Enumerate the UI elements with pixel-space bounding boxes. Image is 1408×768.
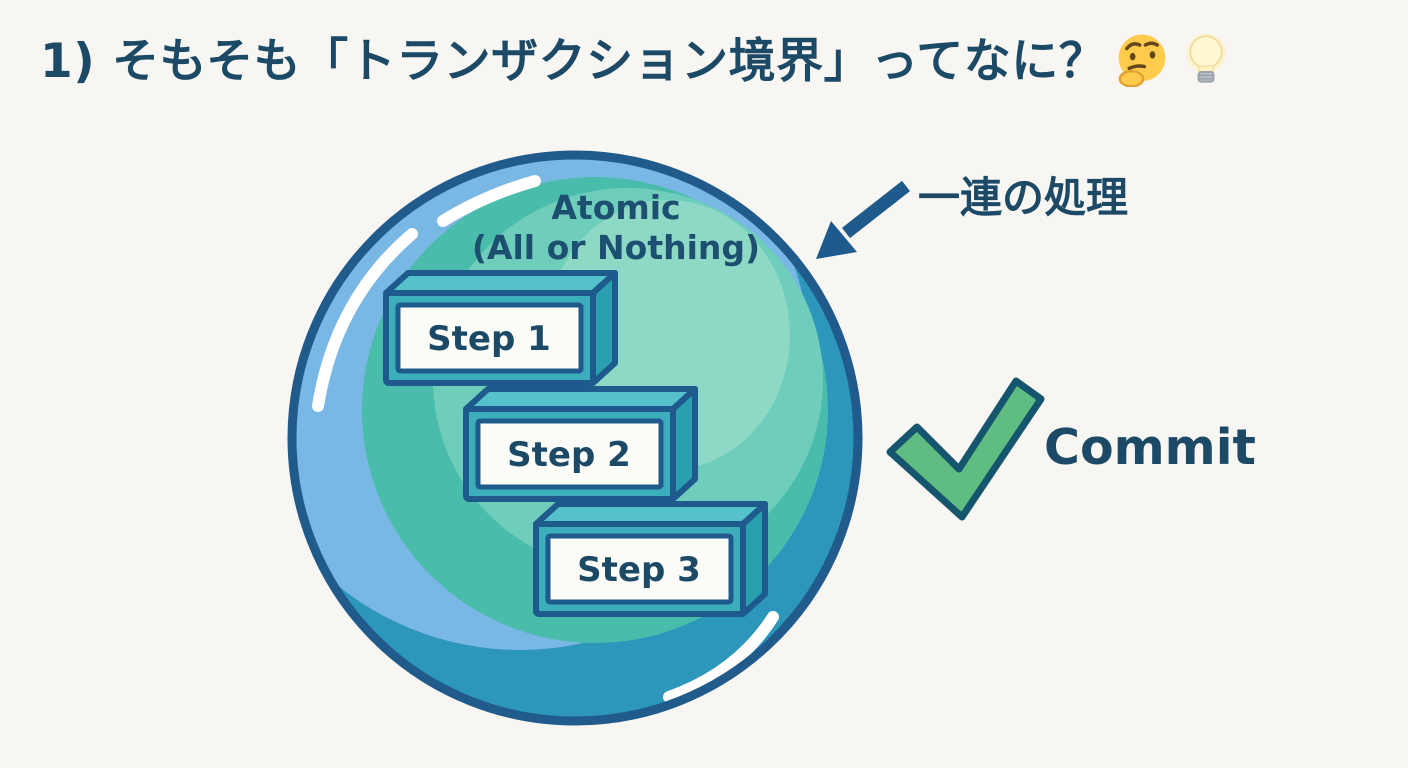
arrow-shaft	[841, 180, 911, 239]
page-title: 1) そもそも「トランザクション境界」ってなに？	[40, 22, 1234, 91]
bubble-heading-line2: (All or Nothing)	[472, 228, 760, 267]
step-box-2: Step 2	[463, 386, 698, 502]
process-annotation: 一連の処理	[816, 173, 1128, 259]
light-bulb-icon	[1186, 32, 1227, 83]
check-mark-icon	[886, 377, 1045, 521]
title-text: 1) そもそも「トランザクション境界」ってなに？	[40, 34, 1107, 89]
step-box-2-label: Step 2	[507, 435, 631, 475]
step-box-3-label: Step 3	[577, 550, 701, 590]
highlight-arc-bottom-right	[663, 611, 779, 703]
bubble-outline	[287, 150, 863, 726]
commit-label: Commit	[1044, 419, 1256, 476]
bubble-heading-line1: Atomic	[551, 188, 680, 227]
step-box-2-side-face	[670, 386, 698, 502]
step-box-3-side-face	[740, 501, 768, 617]
arrow-head-icon	[816, 221, 857, 259]
thinking-face-icon	[1118, 34, 1166, 87]
step-box-1-label: Step 1	[427, 319, 551, 359]
step-box-1-side-face	[590, 270, 618, 386]
step-box-3: Step 3	[533, 501, 768, 617]
highlight-arc-left	[312, 228, 418, 412]
step-box-2-face	[475, 418, 664, 490]
step-box-1: Step 1	[383, 270, 618, 386]
highlight-arc-top	[437, 175, 541, 227]
step-box-1-face	[395, 302, 584, 374]
bubble-highlights	[312, 175, 779, 703]
step-box-3-face	[545, 533, 734, 605]
process-label: 一連の処理	[918, 173, 1128, 222]
commit-annotation: Commit	[886, 377, 1256, 521]
